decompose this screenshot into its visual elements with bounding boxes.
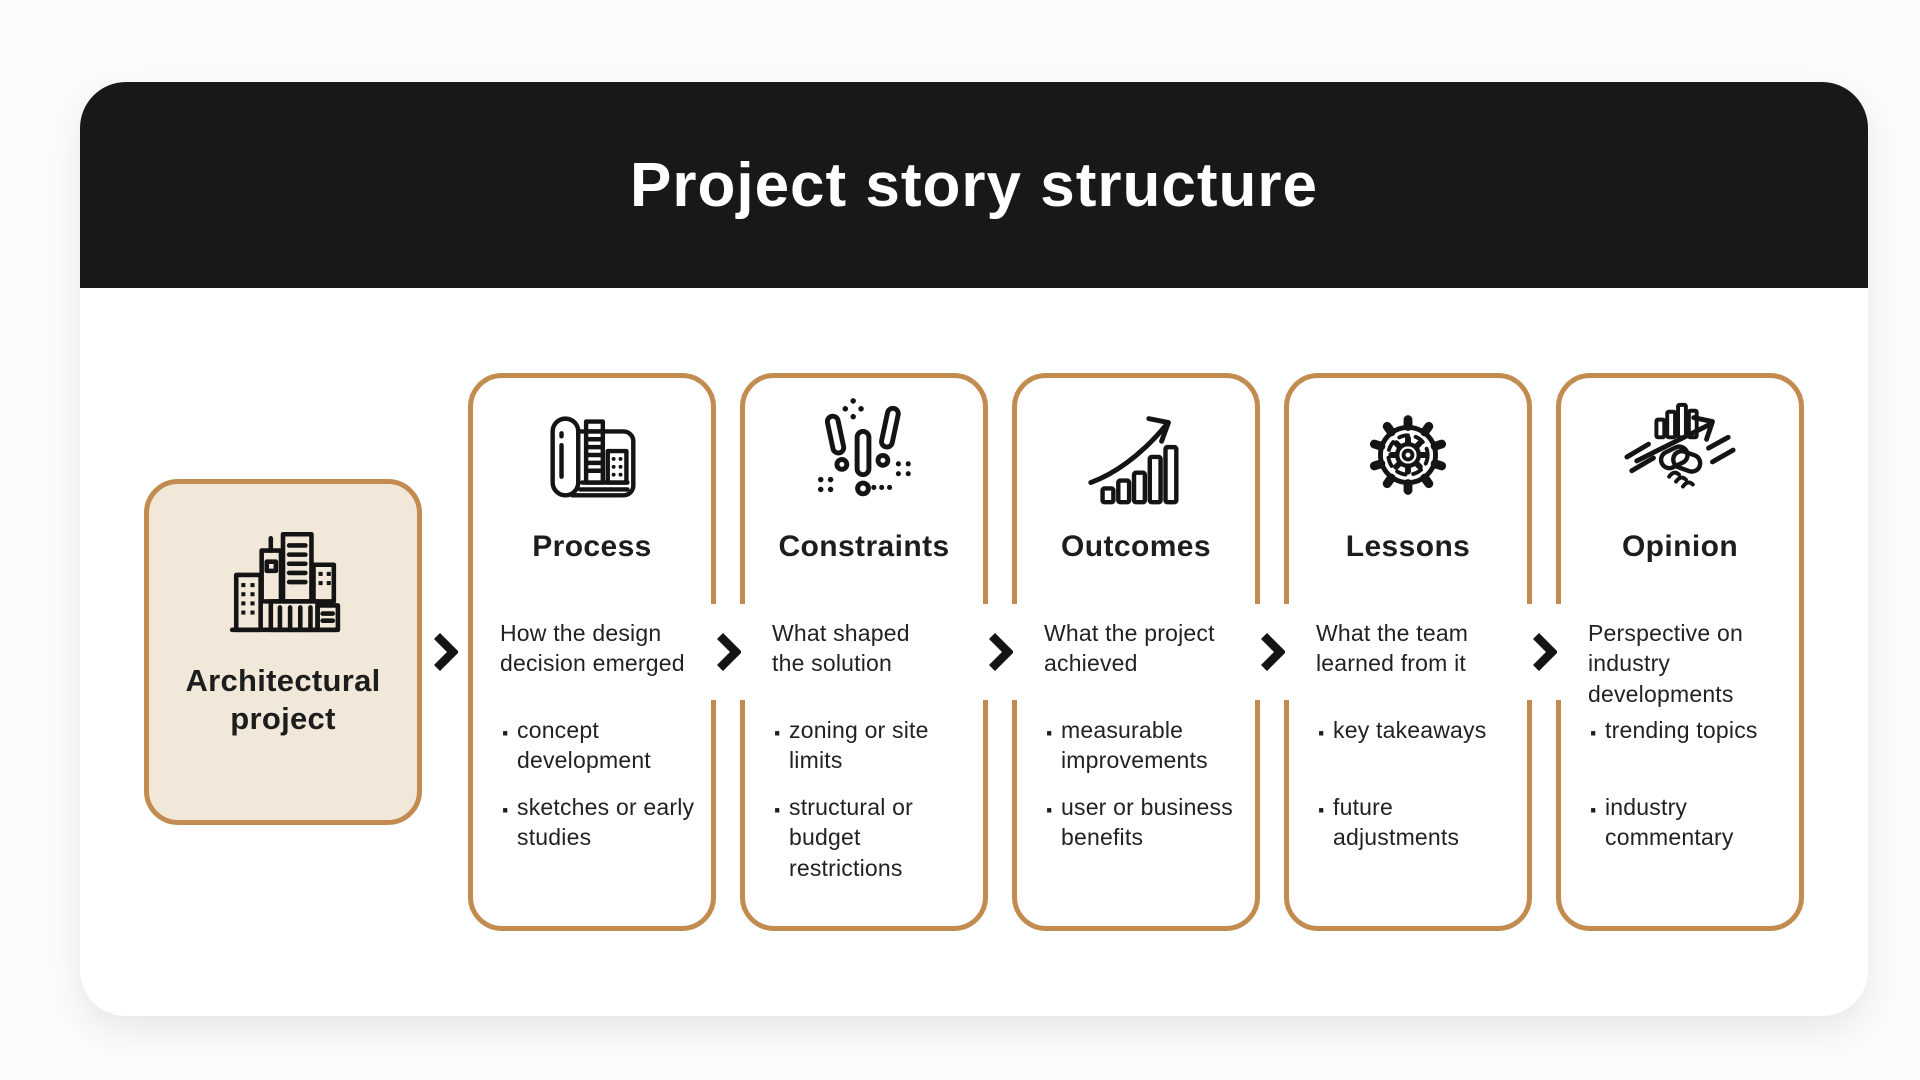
bullet-item: key takeaways bbox=[1316, 714, 1515, 792]
bullet-item: trending topics bbox=[1588, 714, 1787, 792]
step-card-title: Constraints bbox=[778, 530, 950, 563]
step-card-lessons: Lessons What the team learned from it ke… bbox=[1284, 373, 1532, 931]
growth-chart-icon bbox=[1077, 396, 1195, 514]
flow-row: Architectural project Process H bbox=[144, 373, 1804, 931]
infographic-panel: Project story structure bbox=[80, 82, 1868, 1016]
step-card-opinion: Opinion Perspective on industry developm… bbox=[1556, 373, 1804, 931]
step-card-description: What the project achieved bbox=[1044, 620, 1215, 677]
chevron-right-icon bbox=[710, 604, 746, 700]
city-buildings-icon bbox=[222, 518, 344, 640]
gears-icon bbox=[1349, 396, 1467, 514]
step-card-title: Opinion bbox=[1621, 530, 1739, 563]
bullet-item: user or business benefits bbox=[1044, 791, 1243, 853]
chevron-right-icon bbox=[1254, 604, 1290, 700]
step-card-process: Process How the design decision emerged … bbox=[468, 373, 716, 931]
chevron-right-icon bbox=[422, 604, 468, 700]
chevron-right-icon bbox=[982, 604, 1018, 700]
step-card-outcomes: Outcomes What the project achieved measu… bbox=[1012, 373, 1260, 931]
step-card-bullets: concept development sketches or early st… bbox=[473, 714, 711, 853]
page-title: Project story structure bbox=[630, 150, 1318, 220]
header-bar: Project story structure bbox=[80, 82, 1868, 288]
handshake-growth-icon bbox=[1621, 396, 1739, 514]
bullet-item: structural or budget restrictions bbox=[772, 791, 971, 883]
step-card-description: What the team learned from it bbox=[1316, 620, 1469, 677]
diagram-body: Architectural project Process H bbox=[80, 288, 1868, 1016]
chevron-right-icon bbox=[1526, 604, 1562, 700]
start-card-title: Architectural project bbox=[185, 663, 381, 736]
step-card-bullets: zoning or site limits structural or budg… bbox=[745, 714, 983, 883]
exclamation-marks-icon bbox=[805, 396, 923, 514]
start-card: Architectural project bbox=[144, 479, 422, 825]
step-card-description: Perspective on industry developments bbox=[1588, 620, 1743, 707]
blueprint-icon bbox=[533, 396, 651, 514]
bullet-item: industry commentary bbox=[1588, 791, 1787, 853]
bullet-item: concept development bbox=[500, 714, 699, 792]
step-card-description: What shaped the solution bbox=[772, 620, 910, 677]
bullet-item: sketches or early studies bbox=[500, 791, 699, 853]
bullet-item: measurable improvements bbox=[1044, 714, 1243, 792]
step-card-bullets: trending topics industry commentary bbox=[1561, 714, 1799, 853]
step-card-description: How the design decision emerged bbox=[500, 620, 685, 677]
step-card-bullets: key takeaways future adjustments bbox=[1289, 714, 1527, 853]
step-card-bullets: measurable improvements user or business… bbox=[1017, 714, 1255, 853]
step-card-constraints: Constraints What shaped the solution zon… bbox=[740, 373, 988, 931]
bullet-item: future adjustments bbox=[1316, 791, 1515, 853]
bullet-item: zoning or site limits bbox=[772, 714, 971, 792]
step-card-title: Process bbox=[532, 530, 652, 563]
step-card-title: Outcomes bbox=[1061, 530, 1211, 563]
step-card-title: Lessons bbox=[1345, 530, 1471, 563]
